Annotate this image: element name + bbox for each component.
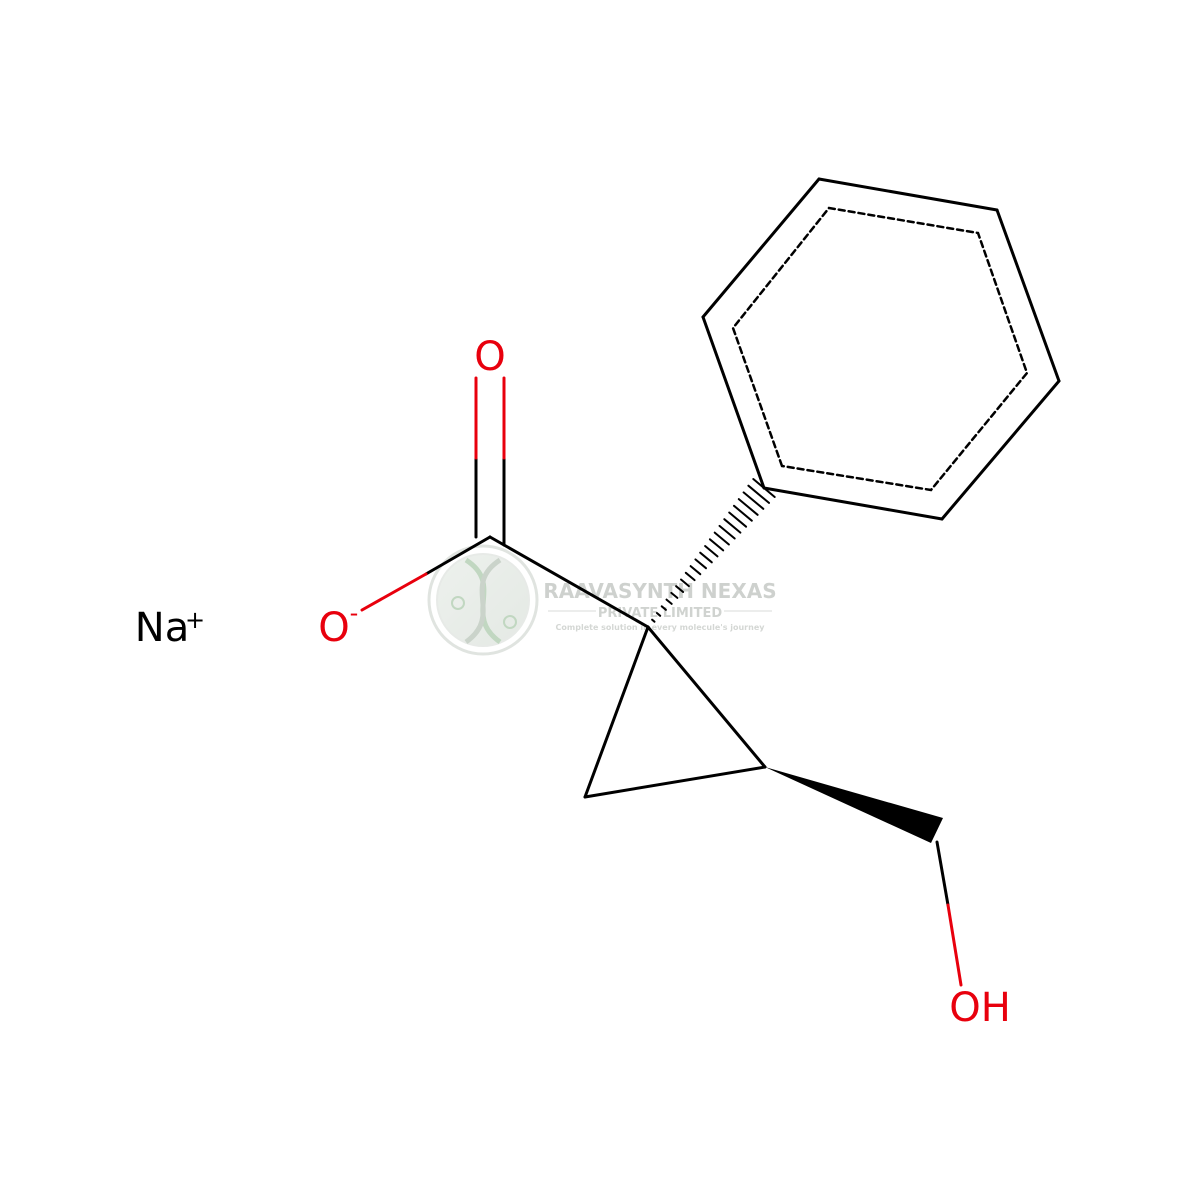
- solid-wedge-bond: [765, 767, 943, 843]
- cyclopropane-bond-1: [583, 625, 650, 799]
- hash-line: [655, 612, 662, 617]
- c1-carboxyl-bond: [488, 535, 650, 629]
- carboxylate-bond-black: [424, 535, 492, 576]
- hash-line: [723, 518, 742, 534]
- hash-line: [694, 558, 707, 570]
- hash-line: [689, 565, 702, 576]
- cyclopropane-ring: [583, 625, 767, 799]
- dna-helix-logo-icon: [427, 544, 539, 656]
- ring-bond-1: [701, 315, 766, 490]
- benzene-ring: [701, 177, 1061, 521]
- hashed-wedge-bond: [646, 478, 776, 629]
- sodium-charge-label: +: [185, 606, 205, 634]
- ring-bond-4: [995, 208, 1061, 383]
- watermark-tagline: Complete solution in every molecule's jo…: [556, 623, 766, 632]
- atom-labels: O O - Na + OH: [135, 334, 1011, 1031]
- hash-line: [713, 531, 730, 546]
- ring-bond-3: [817, 177, 999, 212]
- carboxylate-charge-label: -: [350, 599, 359, 627]
- watermark: RAAVASYNTH NEXAS PRIVATE LIMITED Complet…: [427, 544, 777, 656]
- ring-bond-2: [701, 177, 821, 319]
- hash-line: [684, 571, 696, 582]
- sodium-label: Na: [135, 605, 189, 651]
- hash-line: [704, 545, 719, 558]
- hash-line: [660, 605, 667, 611]
- hash-line: [665, 598, 673, 605]
- hash-line: [728, 511, 748, 528]
- hash-line: [737, 498, 759, 516]
- hash-line: [699, 551, 713, 564]
- hash-line: [675, 585, 685, 593]
- hash-line: [742, 491, 765, 510]
- hash-line: [708, 538, 725, 552]
- hash-line: [651, 618, 656, 623]
- cyclopropane-bond-3: [646, 625, 767, 769]
- carbonyl-oxygen-label: O: [474, 334, 505, 380]
- hash-line: [733, 504, 753, 522]
- aromatic-dashed-ring: [731, 206, 1029, 492]
- bonds: [360, 177, 1061, 987]
- hash-line: [718, 524, 736, 540]
- hash-line: [752, 478, 776, 498]
- cyclopropane-bond-2: [583, 765, 767, 799]
- watermark-company-name: RAAVASYNTH NEXAS: [543, 579, 776, 603]
- ch2-o-bond-red: [946, 903, 963, 987]
- ring-bond-5: [940, 379, 1061, 521]
- ch2-o-bond-black: [935, 840, 950, 907]
- hash-line: [747, 484, 770, 504]
- ring-bond-6: [762, 486, 944, 521]
- hydroxyl-label: OH: [949, 985, 1011, 1031]
- carboxylate-oxygen-label: O: [318, 605, 349, 651]
- hash-line: [670, 591, 679, 599]
- hash-line: [680, 578, 690, 588]
- carboxylate-bond-red: [360, 572, 428, 612]
